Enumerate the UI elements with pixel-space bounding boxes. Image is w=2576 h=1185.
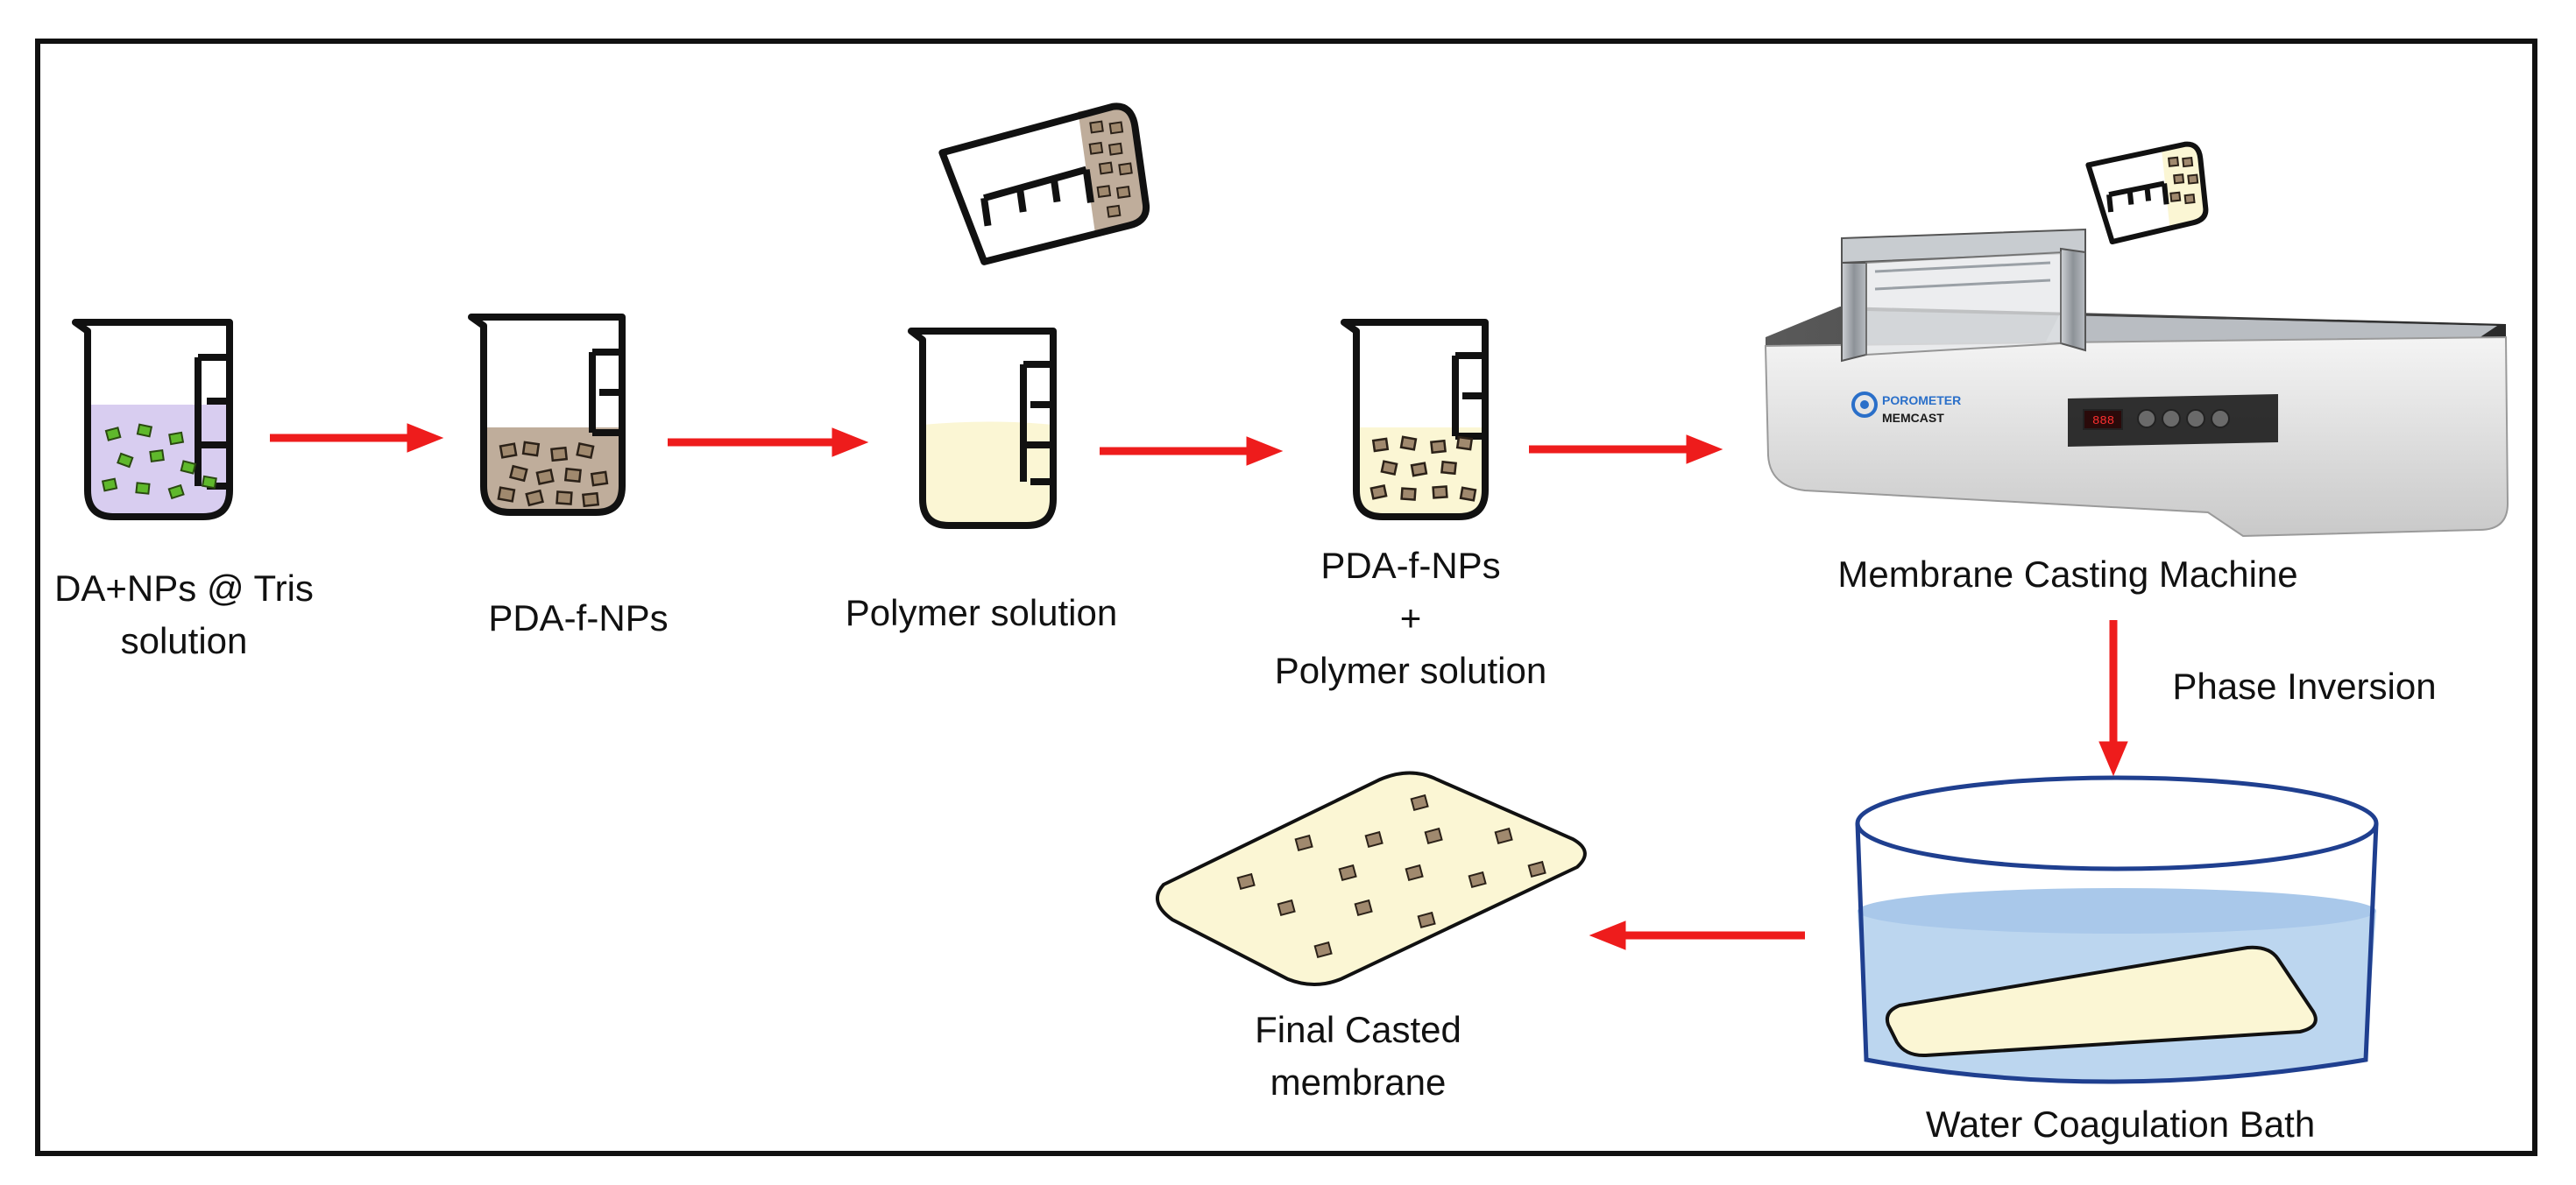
label-mixture-line3: Polymer solution (1274, 650, 1547, 691)
label-mixture-line1: PDA-f-NPs (1320, 545, 1501, 586)
label-final-membrane: Final Casted membrane (1200, 1004, 1516, 1109)
arrows (270, 423, 2128, 950)
arrow-3 (1100, 436, 1284, 466)
green-particles (101, 423, 217, 500)
label-polymer-text: Polymer solution (845, 592, 1118, 633)
svg-text:888: 888 (2092, 414, 2114, 428)
beaker-mixture (1341, 319, 1489, 520)
label-mixture: PDA-f-NPs + Polymer solution (1218, 540, 1603, 697)
coagulation-bath (1855, 775, 2379, 1084)
machine-brand: POROMETER (1882, 393, 1961, 407)
label-da-nps-line2: solution (120, 620, 248, 661)
casting-knife (1841, 228, 2086, 363)
arrow-left (1589, 920, 1805, 950)
label-coagulation-bath: Water Coagulation Bath (1840, 1098, 2401, 1151)
label-final-membrane-line1: Final Casted (1255, 1009, 1461, 1050)
beaker-polymer (908, 328, 1057, 529)
casting-machine: 888 POROMETER MEMCAST (1764, 228, 2509, 538)
membrane-particles (1236, 794, 1546, 959)
machine-logo (1851, 391, 1878, 418)
beaker-pda-nps (468, 314, 626, 516)
label-casting-machine: Membrane Casting Machine (1770, 548, 2366, 601)
label-final-membrane-line2: membrane (1270, 1062, 1447, 1103)
diagram-frame (35, 39, 2537, 1156)
brown-particles (497, 441, 609, 508)
control-knobs (2083, 409, 2230, 430)
pouring-beaker-machine (2085, 141, 2209, 245)
beaker-da-nps (72, 319, 233, 520)
arrow-2 (668, 427, 869, 457)
label-pda-nps-text: PDA-f-NPs (488, 597, 669, 638)
label-phase-inversion: Phase Inversion (2138, 660, 2471, 713)
arrow-4 (1529, 434, 1723, 464)
mixture-particles (1369, 435, 1477, 502)
machine-model: MEMCAST (1882, 411, 1944, 425)
label-mixture-line2: + (1399, 597, 1422, 638)
arrow-down (2098, 620, 2128, 777)
label-phase-inversion-text: Phase Inversion (2172, 666, 2437, 707)
label-da-nps-line1: DA+NPs @ Tris (54, 568, 314, 609)
pouring-beaker-top (938, 102, 1150, 265)
arrow-1 (270, 423, 444, 453)
final-membrane (1155, 771, 1587, 986)
label-pda-nps: PDA-f-NPs (421, 592, 736, 645)
label-da-nps: DA+NPs @ Tris solution (26, 562, 342, 667)
label-coagulation-bath-text: Water Coagulation Bath (1925, 1104, 2316, 1145)
label-casting-machine-text: Membrane Casting Machine (1837, 554, 2298, 595)
label-polymer: Polymer solution (789, 587, 1174, 639)
